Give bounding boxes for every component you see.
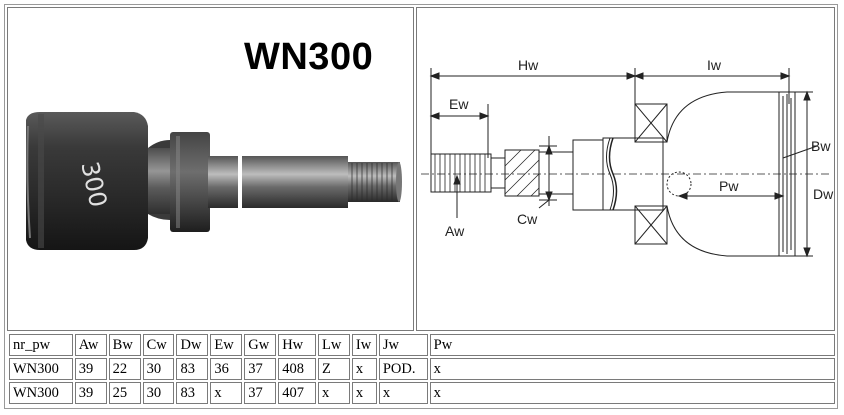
product-photo: 300	[26, 112, 402, 250]
spec-table: nr_pw Aw Bw Cw Dw Ew Gw Hw Lw Iw Jw Pw W…	[7, 332, 837, 406]
label-dw: Dw	[813, 186, 834, 202]
cell-jw: x	[378, 382, 428, 404]
cell-gw: 37	[244, 358, 277, 380]
table-header-row: nr_pw Aw Bw Cw Dw Ew Gw Hw Lw Iw Jw Pw	[9, 334, 835, 356]
header-jw: Jw	[378, 334, 428, 356]
header-aw: Aw	[74, 334, 107, 356]
cell-aw: 39	[74, 358, 107, 380]
cell-jw: POD.	[378, 358, 428, 380]
label-bw: Bw	[811, 138, 831, 154]
cell-gw: 37	[244, 382, 277, 404]
cell-hw: 407	[278, 382, 317, 404]
label-ew: Ew	[449, 96, 469, 112]
cell-hw: 408	[278, 358, 317, 380]
cell-nr-pw: WN300	[9, 382, 73, 404]
cell-ew: x	[210, 382, 243, 404]
header-dw: Dw	[176, 334, 209, 356]
header-bw: Bw	[108, 334, 141, 356]
header-hw: Hw	[278, 334, 317, 356]
label-hw: Hw	[518, 57, 539, 73]
header-iw: Iw	[351, 334, 377, 356]
label-cw: Cw	[517, 211, 538, 227]
table-row: WN300 39 25 30 83 x 37 407 x x x x	[9, 382, 835, 404]
header-ew: Ew	[210, 334, 243, 356]
cell-nr-pw: WN300	[9, 358, 73, 380]
label-aw: Aw	[445, 223, 465, 239]
header-nr-pw: nr_pw	[9, 334, 73, 356]
cell-iw: x	[351, 358, 377, 380]
label-pw: Pw	[719, 178, 739, 194]
cell-ew: 36	[210, 358, 243, 380]
cell-cw: 30	[142, 382, 175, 404]
technical-drawing: Hw Iw Ew Bw Pw Dw Cw Aw	[421, 57, 834, 258]
cell-lw: x	[318, 382, 350, 404]
product-title: WN300	[244, 36, 374, 78]
cell-dw: 83	[176, 358, 209, 380]
header-lw: Lw	[318, 334, 350, 356]
cell-cw: 30	[142, 358, 175, 380]
product-sheet: WN300	[4, 4, 838, 409]
label-iw: Iw	[707, 57, 722, 73]
product-photo-cell: WN300	[7, 7, 414, 331]
cell-pw: x	[429, 358, 835, 380]
technical-drawing-cell: Hw Iw Ew Bw Pw Dw Cw Aw	[416, 7, 835, 331]
cell-iw: x	[351, 382, 377, 404]
header-gw: Gw	[244, 334, 277, 356]
table-row: WN300 39 22 30 83 36 37 408 Z x POD. x	[9, 358, 835, 380]
cell-aw: 39	[74, 382, 107, 404]
header-cw: Cw	[142, 334, 175, 356]
cell-pw: x	[429, 382, 835, 404]
cell-dw: 83	[176, 382, 209, 404]
cell-bw: 25	[108, 382, 141, 404]
cell-lw: Z	[318, 358, 350, 380]
header-pw: Pw	[429, 334, 835, 356]
cell-bw: 22	[108, 358, 141, 380]
